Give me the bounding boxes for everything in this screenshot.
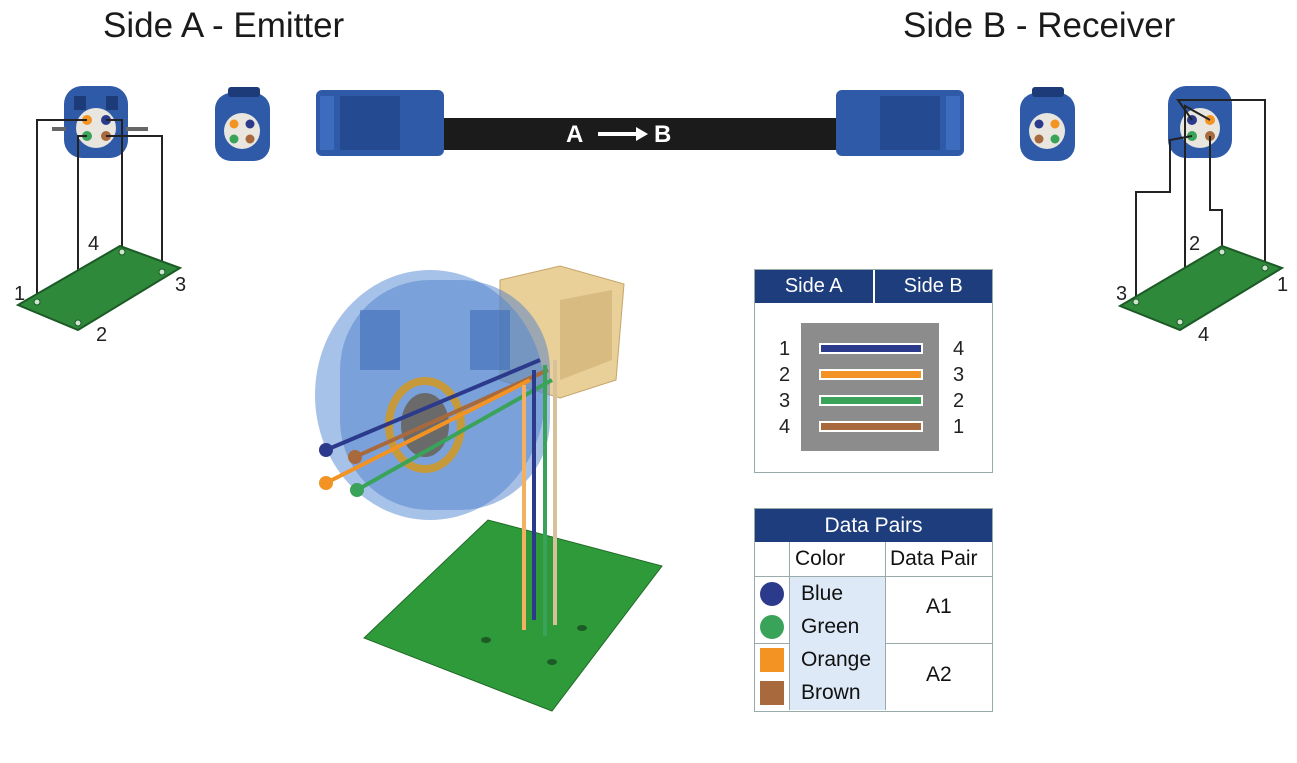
side-b-connector-face	[1020, 87, 1075, 161]
color-swatch	[760, 582, 784, 606]
cable-assembly: A B	[316, 90, 964, 156]
data-pairs-table: Data Pairs Color Data Pair A1 A2 Blue Gr…	[754, 508, 993, 712]
mapping-row: 3 2	[755, 390, 992, 412]
mapping-row: 1 4	[755, 338, 992, 360]
pair-a2: A2	[926, 663, 952, 686]
side-a-title: Side A - Emitter	[103, 6, 345, 45]
data-pairs-title: Data Pairs	[755, 509, 992, 542]
cable-label-b: B	[654, 121, 671, 148]
right-pin-1: 1	[1277, 274, 1288, 296]
right-pin-4: 4	[1198, 324, 1209, 346]
mapping-wire	[819, 395, 923, 406]
pair-a1: A1	[926, 595, 952, 618]
color-name: Green	[801, 615, 860, 638]
mapping-wire	[819, 421, 923, 432]
mapping-wire	[819, 369, 923, 380]
data-pair-row: Green	[755, 611, 885, 644]
mapping-b-num: 2	[953, 390, 965, 412]
pin-mapping-table: Side A Side B 1 4 2 3 3 2 4 1	[754, 269, 993, 473]
color-swatch	[760, 615, 784, 639]
header-side-b: Side B	[903, 275, 963, 297]
mapping-row: 4 1	[755, 416, 992, 438]
side-b-board	[1117, 244, 1285, 332]
side-a-wires	[36, 119, 163, 323]
mapping-b-num: 4	[953, 338, 965, 360]
right-pin-3: 3	[1116, 283, 1127, 305]
cable-label-a: A	[566, 121, 583, 148]
color-swatch	[760, 648, 784, 672]
data-pair-row: Blue	[755, 578, 885, 611]
data-pair-row: Orange	[755, 644, 885, 677]
data-pairs-col-color: Color	[795, 547, 846, 570]
side-b-connector-face-2	[1168, 86, 1232, 158]
right-pin-2: 2	[1189, 233, 1200, 255]
color-name: Brown	[801, 681, 861, 704]
side-a-connector-face	[52, 86, 148, 158]
mapping-a-num: 4	[779, 416, 791, 438]
mapping-wire	[819, 343, 923, 354]
left-pin-1: 1	[14, 283, 25, 305]
color-swatch	[760, 681, 784, 705]
mapping-b-num: 3	[953, 364, 965, 386]
side-a-connector-face-2	[215, 87, 270, 161]
side-b-wires	[1135, 99, 1266, 323]
header-side-a: Side A	[755, 270, 875, 303]
mapping-row: 2 3	[755, 364, 992, 386]
side-a-board	[15, 244, 183, 332]
left-pin-2: 2	[96, 324, 107, 346]
pin-mapping-header: Side A Side B	[755, 270, 992, 303]
data-pair-row: Brown	[755, 677, 885, 710]
data-pairs-col-pair: Data Pair	[890, 547, 978, 570]
color-name: Orange	[801, 648, 872, 671]
mapping-a-num: 2	[779, 364, 791, 386]
color-name: Blue	[801, 582, 844, 605]
mapping-a-num: 1	[779, 338, 791, 360]
side-b-title: Side B - Receiver	[903, 6, 1176, 45]
connector-3d-illustration	[315, 265, 663, 712]
left-pin-4: 4	[88, 233, 99, 255]
mapping-a-num: 3	[779, 390, 791, 412]
mapping-b-num: 1	[953, 416, 965, 438]
left-pin-3: 3	[175, 274, 186, 296]
